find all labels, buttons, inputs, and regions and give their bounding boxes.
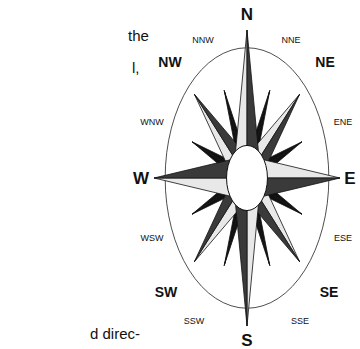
direction-label: SSE [291, 317, 309, 326]
direction-label: S [241, 332, 252, 349]
direction-label: SE [320, 285, 339, 299]
text-fragment: l, [132, 60, 140, 75]
direction-label: NW [158, 55, 181, 69]
direction-label: WNW [140, 118, 164, 127]
direction-label: ENE [334, 118, 353, 127]
direction-label: NNW [192, 36, 214, 45]
direction-label: N [241, 6, 253, 23]
center-circle [227, 145, 268, 210]
direction-label: E [344, 170, 355, 187]
direction-label: WSW [141, 234, 164, 243]
direction-label: ESE [334, 234, 352, 243]
direction-label: SW [155, 285, 178, 299]
text-fragment: the [128, 28, 149, 43]
direction-label: NNE [281, 36, 300, 45]
text-fragment: d direc- [90, 326, 140, 341]
direction-label: W [133, 170, 149, 187]
rose-group [154, 30, 340, 326]
direction-label: SSW [184, 317, 205, 326]
direction-label: NE [315, 55, 334, 69]
